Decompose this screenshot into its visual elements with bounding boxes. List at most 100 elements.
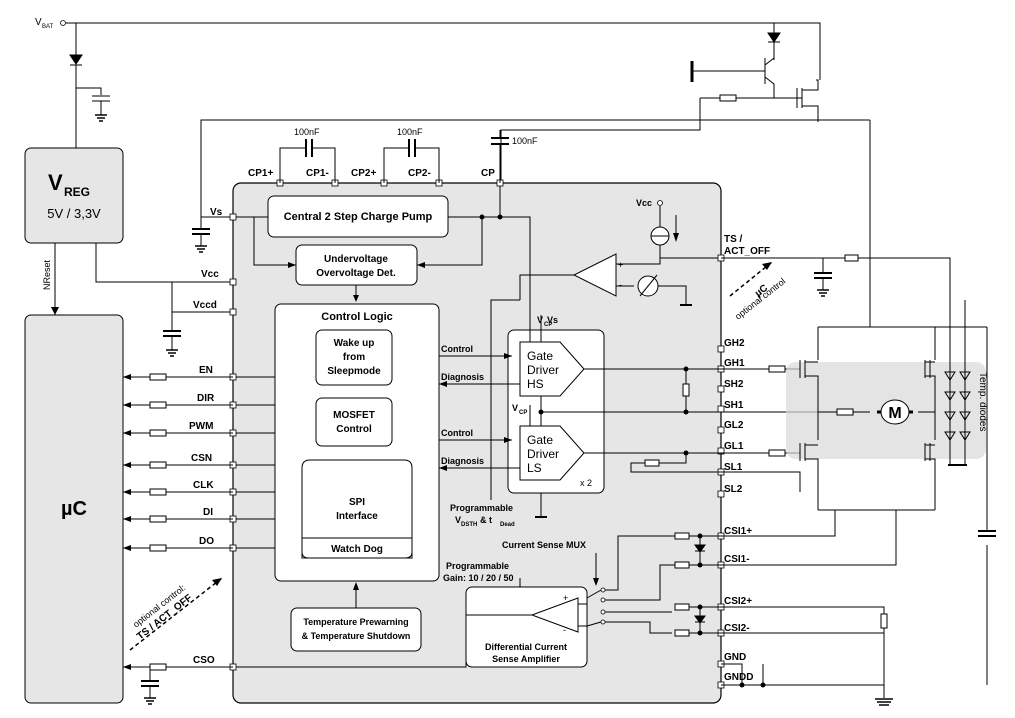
vccd-capacitor-icon — [163, 312, 181, 357]
reverse-polarity-circuit — [500, 22, 821, 183]
motor-icon: M — [888, 405, 901, 422]
svg-text:BAT: BAT — [42, 24, 54, 30]
svg-text:& Temperature Shutdown: & Temperature Shutdown — [302, 631, 411, 641]
current-sense-mux — [586, 532, 721, 637]
svg-text:REG: REG — [64, 185, 90, 199]
svg-text:Sense Amplifier: Sense Amplifier — [492, 654, 560, 664]
svg-text:ACT_OFF: ACT_OFF — [724, 246, 770, 257]
svg-text:GH2: GH2 — [724, 338, 745, 349]
h-bridge: M — [799, 120, 987, 511]
vbat-capacitor-icon — [92, 95, 110, 122]
svg-text:SH1: SH1 — [724, 400, 744, 411]
svg-text:CP: CP — [544, 322, 552, 328]
svg-text:Diagnosis: Diagnosis — [441, 372, 484, 382]
svg-text:Vs: Vs — [547, 315, 558, 325]
spi-interface-block — [301, 459, 413, 559]
cp-capacitor: 100nF — [491, 130, 538, 183]
svg-text:Undervoltage: Undervoltage — [324, 254, 388, 265]
gate-driver-ls — [519, 425, 585, 481]
svg-text:Overvoltage Det.: Overvoltage Det. — [316, 268, 396, 279]
svg-text:µC: µC — [61, 498, 87, 520]
vreg-block — [24, 147, 124, 244]
svg-text:CP: CP — [519, 410, 527, 416]
svg-text:Programmable: Programmable — [446, 561, 509, 571]
svg-text:DSTH: DSTH — [461, 522, 477, 528]
svg-text:100nF: 100nF — [294, 127, 320, 137]
svg-text:SL2: SL2 — [724, 484, 743, 495]
svg-text:Differential Current: Differential Current — [485, 642, 567, 652]
svg-text:DO: DO — [199, 536, 214, 547]
svg-text:CSI1-: CSI1- — [724, 554, 750, 565]
zener-diode-icon — [767, 32, 781, 43]
svg-text:-: - — [619, 280, 622, 290]
svg-text:V: V — [35, 17, 42, 28]
svg-text:CSO: CSO — [193, 655, 215, 666]
svg-text:SH2: SH2 — [724, 379, 744, 390]
svg-text:CSN: CSN — [191, 453, 212, 464]
svg-text:Control: Control — [336, 424, 372, 435]
svg-text:Control: Control — [441, 344, 473, 354]
svg-text:SL1: SL1 — [724, 462, 743, 473]
svg-text:& t: & t — [480, 515, 492, 525]
svg-text:TS /: TS / — [724, 234, 743, 245]
svg-text:CSI2+: CSI2+ — [724, 596, 752, 607]
wakeup-block — [315, 329, 393, 386]
microcontroller-block — [24, 314, 124, 704]
svg-text:V: V — [48, 170, 63, 195]
svg-text:5V / 3,3V: 5V / 3,3V — [47, 206, 101, 221]
svg-text:Temp. diodes: Temp. diodes — [977, 372, 988, 431]
svg-text:PWM: PWM — [189, 421, 213, 432]
optional-control-right: µC optional control — [729, 261, 787, 322]
svg-text:CP1+: CP1+ — [248, 168, 273, 179]
svg-text:Vcc: Vcc — [636, 198, 652, 208]
svg-text:Gate: Gate — [527, 349, 553, 363]
vbat-node: V BAT — [35, 17, 66, 30]
svg-text:DI: DI — [203, 507, 213, 518]
gate-driver-hs — [519, 341, 585, 397]
svg-text:Dead: Dead — [500, 522, 515, 528]
svg-text:CSI2-: CSI2- — [724, 623, 750, 634]
reference-voltage-icon — [637, 274, 692, 306]
svg-text:-: - — [563, 625, 566, 635]
cp2-capacitor: 100nF — [383, 127, 440, 183]
svg-text:CP2-: CP2- — [408, 168, 431, 179]
svg-text:optional control: optional control — [733, 276, 787, 321]
svg-text:100nF: 100nF — [397, 127, 423, 137]
svg-text:GH1: GH1 — [724, 358, 745, 369]
svg-text:Diagnosis: Diagnosis — [441, 456, 484, 466]
svg-text:Driver: Driver — [527, 447, 559, 461]
svg-text:GL1: GL1 — [724, 441, 744, 452]
svg-text:GNDD: GNDD — [724, 672, 753, 683]
svg-text:Watch Dog: Watch Dog — [331, 544, 383, 555]
svg-text:Central 2 Step Charge Pump: Central 2 Step Charge Pump — [284, 211, 433, 223]
svg-text:V: V — [537, 315, 543, 325]
svg-text:Gain: 10 / 20 / 50: Gain: 10 / 20 / 50 — [443, 573, 514, 583]
svg-text:Sleepmode: Sleepmode — [327, 366, 381, 377]
cp1-capacitor: 100nF — [279, 127, 336, 183]
svg-text:100nF: 100nF — [512, 136, 538, 146]
svg-text:MOSFET: MOSFET — [333, 410, 375, 421]
current-source-icon: Vcc — [636, 198, 721, 259]
optional-control-left: optional control: TS / ACT_OFF — [129, 577, 223, 651]
svg-text:+: + — [563, 593, 568, 603]
svg-text:Control Logic: Control Logic — [321, 311, 393, 323]
svg-text:CLK: CLK — [193, 480, 214, 491]
svg-text:LS: LS — [527, 461, 542, 475]
vbat-diode-icon — [69, 54, 83, 66]
svg-text:Vcc: Vcc — [201, 269, 219, 280]
svg-text:Driver: Driver — [527, 363, 559, 377]
svg-text:x 2: x 2 — [580, 478, 592, 488]
svg-text:Vccd: Vccd — [193, 300, 217, 311]
svg-text:Programmable: Programmable — [450, 503, 513, 513]
svg-text:SPI: SPI — [349, 497, 365, 508]
svg-text:Current Sense MUX: Current Sense MUX — [502, 540, 586, 550]
svg-text:GL2: GL2 — [724, 420, 744, 431]
svg-text:Vs: Vs — [210, 207, 223, 218]
svg-text:CP2+: CP2+ — [351, 168, 376, 179]
svg-text:HS: HS — [527, 377, 544, 391]
svg-text:CP: CP — [481, 168, 495, 179]
temp-diodes: Temp. diodes — [944, 300, 988, 466]
svg-text:Interface: Interface — [336, 511, 378, 522]
svg-text:from: from — [343, 352, 365, 363]
